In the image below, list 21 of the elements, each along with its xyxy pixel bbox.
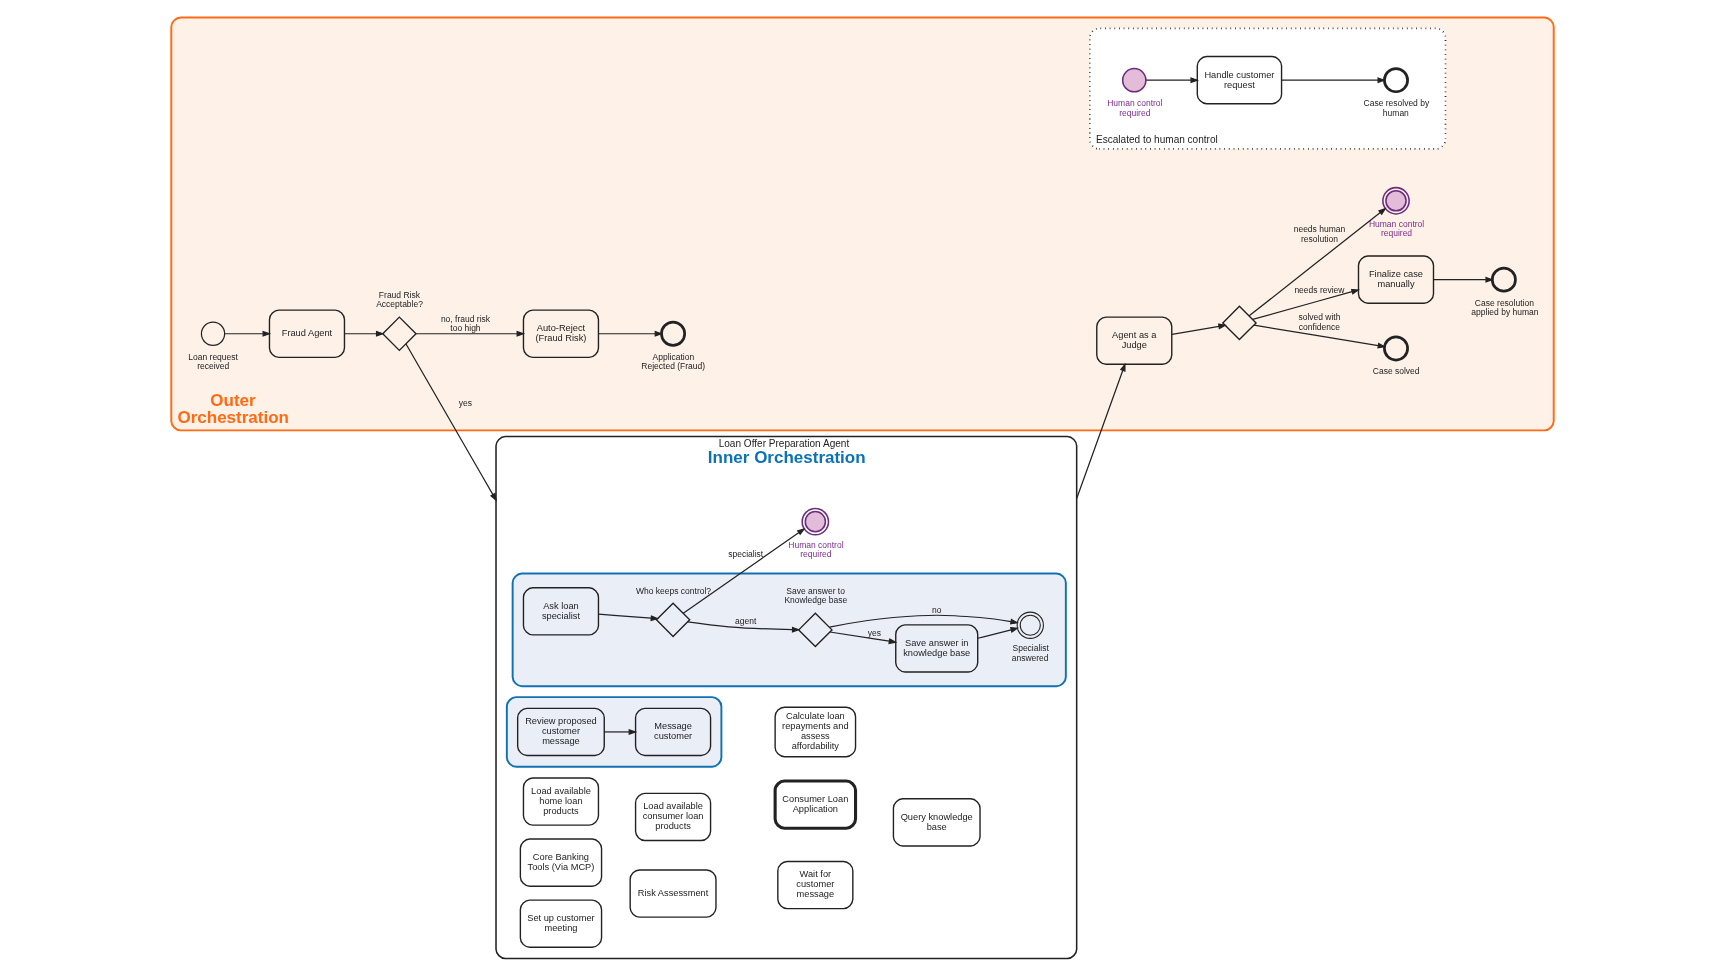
edge-label: specialist [728,549,764,560]
edge-label: needs human resolution [1293,224,1346,244]
edge-label: agent [735,616,757,627]
edge-label: yes [458,398,473,409]
node-label: Human control required [1368,218,1425,239]
edge-label: no [931,605,942,616]
edge-label: no, fraud risk too high [440,314,491,334]
node-label: Who keeps control? [635,586,712,597]
node-label: Human control required [788,539,844,560]
node-label: Human control required [1107,98,1163,118]
edge-label: solved with confidence [1298,312,1341,332]
edge-label: yes [867,627,882,638]
node-label: Case solved [1372,365,1420,376]
node-label: Loan request received [188,351,238,372]
node-label: Application Rejected (Fraud) [641,351,706,372]
node-label: Fraud Risk Acceptable? [376,290,423,310]
node-label: Specialist answered [1011,643,1049,663]
node-label: Case resolved by human [1363,98,1430,118]
node-label: Save answer to Knowledge base [784,586,848,606]
edge-label: needs review [1294,284,1345,295]
node-label: Case resolution applied by human [1471,297,1539,318]
